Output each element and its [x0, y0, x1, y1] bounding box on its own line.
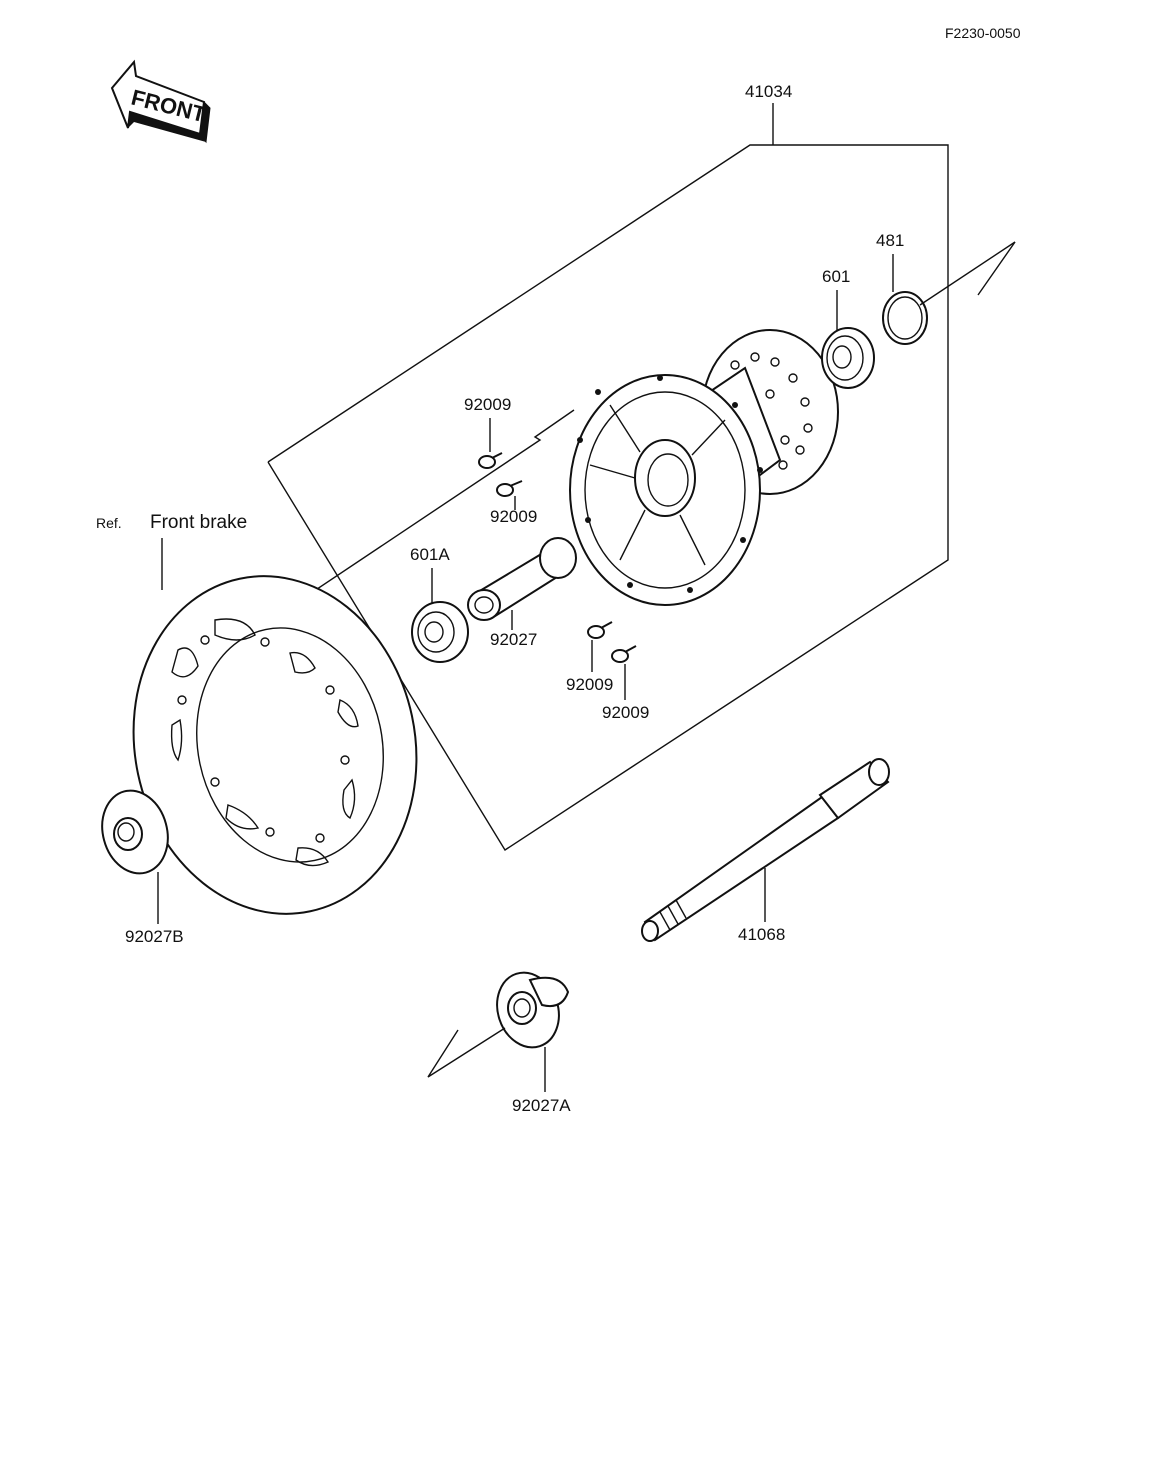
brake-disc: [132, 575, 418, 915]
wheel-hub: [569, 329, 839, 606]
circlip: [882, 291, 928, 345]
bearing-left: [411, 601, 469, 663]
label-axle: 41068: [738, 925, 785, 944]
label-collar-left: 92027B: [125, 927, 184, 946]
screw-4: [611, 645, 637, 663]
label-screw-3: 92009: [566, 675, 613, 694]
reference-prefix: Ref.: [96, 515, 122, 531]
label-spacer: 92027: [490, 630, 537, 649]
spacer-tube: [467, 537, 577, 621]
bearing-right: [821, 327, 875, 389]
label-bearing-right: 601: [822, 267, 850, 286]
label-bearing-left: 601A: [410, 545, 450, 564]
label-screw-2: 92009: [490, 507, 537, 526]
screw-2: [496, 480, 523, 497]
reference-name: Front brake: [150, 512, 247, 533]
front-arrow-icon: FRONT: [110, 59, 211, 144]
hub-assembly-bracket: [267, 144, 949, 851]
figure-code: F2230-0050: [945, 25, 1021, 41]
label-screw-4: 92009: [602, 703, 649, 722]
label-screw-1: 92009: [464, 395, 511, 414]
label-circlip: 481: [876, 231, 904, 250]
screw-3: [587, 621, 613, 639]
label-collar-right: 92027A: [512, 1096, 571, 1115]
label-hub: 41034: [745, 82, 792, 101]
collar-right: [496, 971, 570, 1049]
collar-left: [101, 789, 169, 875]
front-axle: [641, 758, 890, 942]
screw-1: [478, 452, 503, 469]
